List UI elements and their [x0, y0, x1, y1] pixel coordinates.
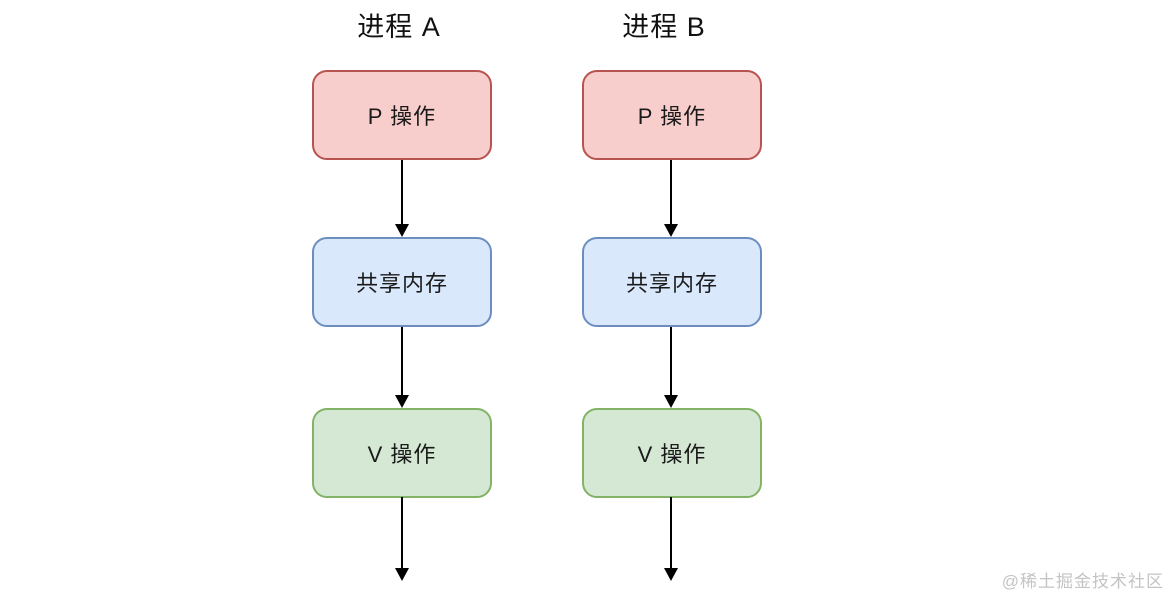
arrow-shaft: [401, 497, 403, 568]
node-v-operation-b: V 操作: [582, 408, 762, 498]
node-shared-memory-a: 共享内存: [312, 237, 492, 327]
arrow-memory-to-v-b: [664, 327, 678, 408]
arrow-p-to-memory-b: [664, 160, 678, 237]
node-shared-memory-b: 共享内存: [582, 237, 762, 327]
arrowhead-down-icon: [664, 224, 678, 237]
arrow-shaft: [401, 160, 403, 224]
arrowhead-down-icon: [664, 568, 678, 581]
arrow-shaft: [670, 160, 672, 224]
node-v-operation-a: V 操作: [312, 408, 492, 498]
arrow-shaft: [670, 497, 672, 568]
node-p-operation-a: P 操作: [312, 70, 492, 160]
arrowhead-down-icon: [664, 395, 678, 408]
node-p-operation-b: P 操作: [582, 70, 762, 160]
arrowhead-down-icon: [395, 395, 409, 408]
arrow-v-exit-a: [395, 497, 409, 581]
watermark-text: @稀土掘金技术社区: [1001, 572, 1164, 591]
arrow-memory-to-v-a: [395, 327, 409, 408]
arrow-p-to-memory-a: [395, 160, 409, 237]
arrow-shaft: [670, 327, 672, 395]
arrowhead-down-icon: [395, 224, 409, 237]
arrow-v-exit-b: [664, 497, 678, 581]
column-title-process-a: 进程 A: [357, 12, 441, 42]
arrow-shaft: [401, 327, 403, 395]
arrowhead-down-icon: [395, 568, 409, 581]
column-title-process-b: 进程 B: [622, 12, 706, 42]
